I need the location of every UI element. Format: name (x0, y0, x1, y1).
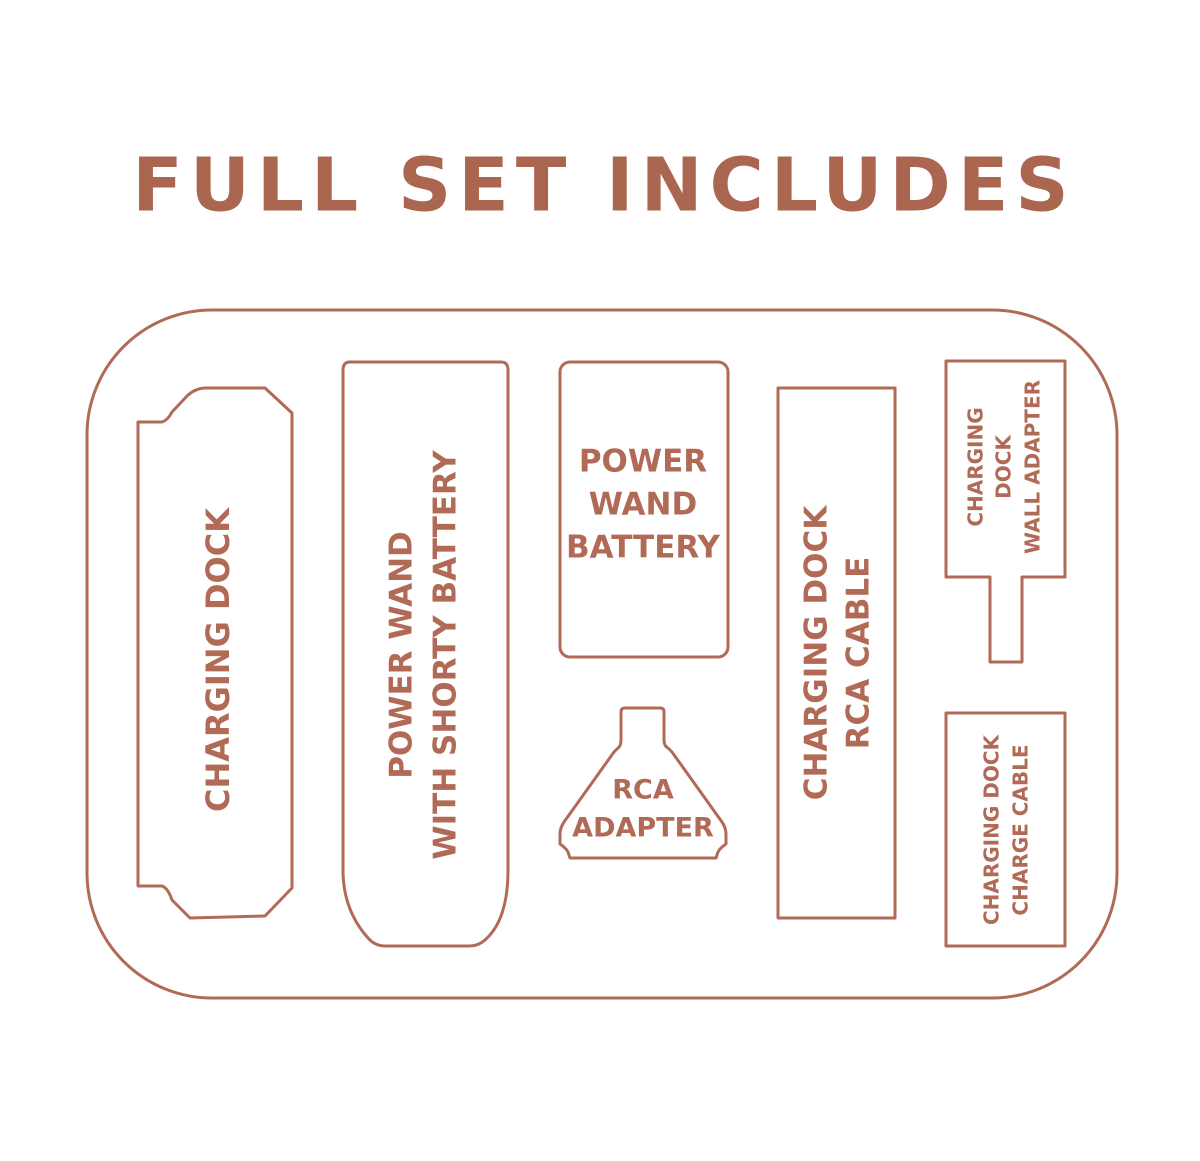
rca-adapter-label-line2: ADAPTER (572, 813, 714, 844)
case-outline (85, 308, 1119, 1000)
page-title: FULL SET INCLUDES (132, 143, 1075, 229)
charge-cable-label-line2: CHARGE CABLE (1009, 744, 1033, 915)
charging-dock-charge-cable: CHARGING DOCK CHARGE CABLE (944, 711, 1067, 948)
rca-adapter: RCA ADAPTER (558, 706, 728, 860)
charge-cable-label-line1: CHARGING DOCK (980, 733, 1004, 925)
rca-cable-label-line2: RCA CABLE (841, 557, 877, 750)
charging-dock-wall-adapter: CHARGING DOCK WALL ADAPTER (944, 359, 1067, 664)
charging-dock-label: CHARGING DOCK (199, 507, 237, 812)
power-wand-battery: POWER WAND BATTERY (558, 360, 730, 659)
battery-label-line1: POWER (579, 444, 707, 480)
wall-adapter-label-line1: CHARGING (964, 407, 988, 526)
charging-dock-rca-cable: CHARGING DOCK RCA CABLE (776, 386, 897, 920)
power-wand-label-line1: POWER WAND (384, 531, 420, 779)
rca-adapter-label-line1: RCA (612, 775, 674, 806)
wall-adapter-label-line3: WALL ADAPTER (1021, 380, 1045, 554)
rca-cable-label-line1: CHARGING DOCK (799, 505, 835, 801)
wall-adapter-label-line2: DOCK (992, 434, 1016, 499)
power-wand: POWER WAND WITH SHORTY BATTERY (341, 360, 510, 948)
charging-dock: CHARGING DOCK (136, 386, 294, 920)
battery-label-line2: WAND (589, 487, 697, 523)
battery-label-line3: BATTERY (566, 530, 721, 566)
power-wand-label-line2: WITH SHORTY BATTERY (428, 450, 464, 860)
